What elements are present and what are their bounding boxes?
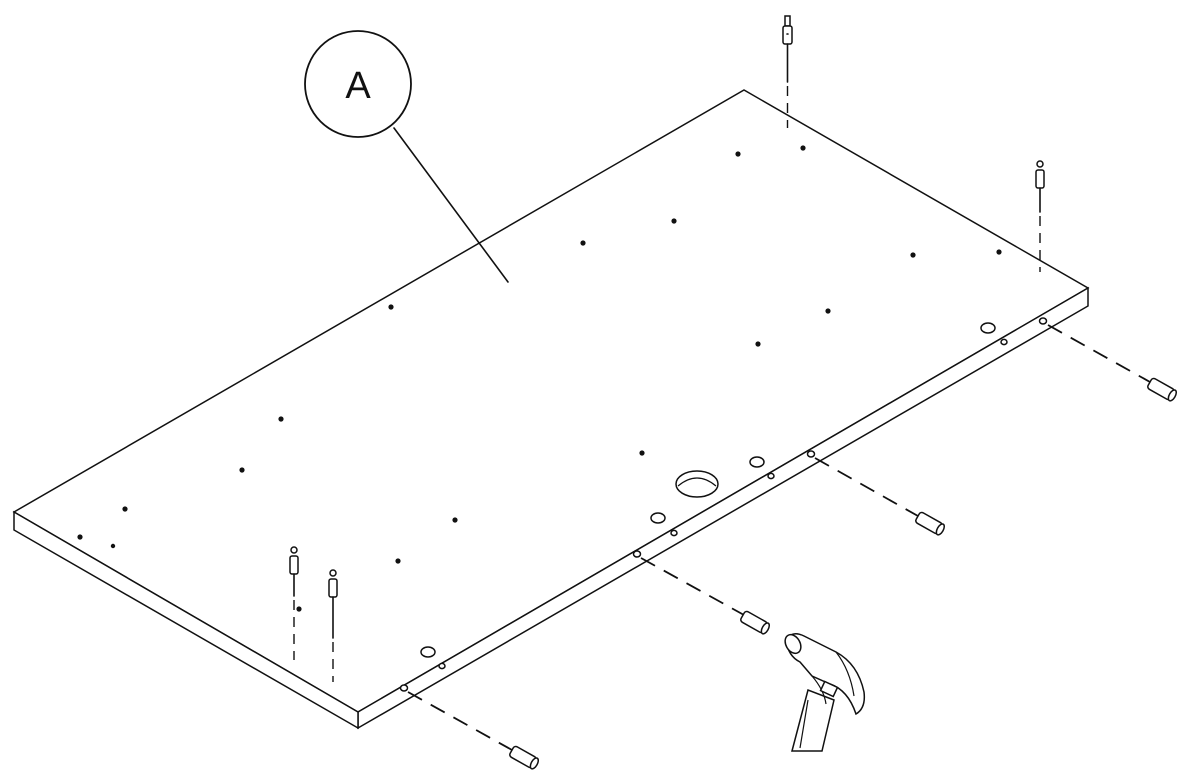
callout-a: A — [304, 30, 509, 283]
dowel-4 — [407, 691, 540, 770]
dowel-3 — [640, 557, 771, 635]
panel-side-edge — [13, 510, 359, 730]
cam-bolt-1 — [782, 15, 793, 128]
cam-holes — [420, 322, 996, 658]
dowel-2 — [814, 457, 946, 536]
callout-leader-line — [393, 127, 509, 283]
callout-label: A — [345, 65, 371, 107]
cam-bolt-4 — [328, 569, 338, 682]
callout-circle — [304, 30, 412, 138]
cable-hole — [675, 470, 719, 498]
dowel-1 — [1047, 324, 1178, 402]
cam-bolt-2 — [1035, 160, 1045, 272]
cam-bolt-3 — [289, 546, 299, 660]
edge-holes — [399, 317, 1048, 692]
hammer-icon — [784, 633, 866, 752]
panel-holes — [77, 145, 1002, 612]
panel-a — [12, 89, 1090, 730]
